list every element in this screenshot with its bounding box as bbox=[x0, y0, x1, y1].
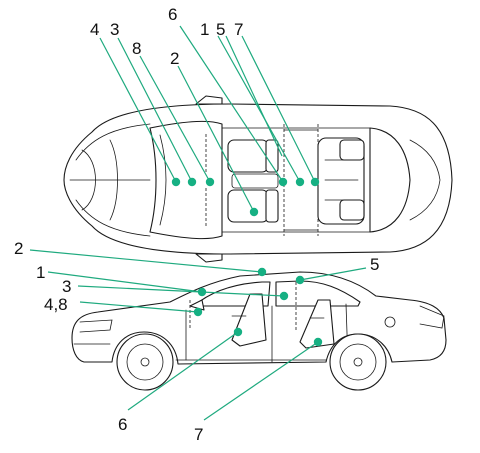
top-callout-6: 6 bbox=[168, 5, 177, 24]
side-marker-48 bbox=[193, 307, 203, 317]
top-callout-4: 4 bbox=[90, 20, 99, 39]
side-marker-2 bbox=[257, 267, 267, 277]
side-callout-1: 1 bbox=[36, 263, 45, 282]
top-callout-2: 2 bbox=[170, 49, 179, 68]
side-marker-3 bbox=[279, 291, 289, 301]
side-callout-2: 2 bbox=[14, 239, 23, 258]
top-callout-8: 8 bbox=[132, 39, 141, 58]
side-view-leaders bbox=[29, 249, 367, 421]
side-callout-7: 7 bbox=[194, 425, 203, 444]
top-callout-7: 7 bbox=[234, 20, 243, 39]
side-callout-3: 3 bbox=[62, 277, 71, 296]
side-marker-1 bbox=[197, 287, 207, 297]
top-marker-4 bbox=[171, 177, 181, 187]
top-marker-3 bbox=[187, 177, 197, 187]
top-marker-1 bbox=[278, 177, 288, 187]
top-callout-3: 3 bbox=[110, 20, 119, 39]
top-callout-5: 5 bbox=[216, 20, 225, 39]
side-marker-6 bbox=[233, 327, 243, 337]
side-marker-7 bbox=[313, 337, 323, 347]
sensor-markers bbox=[171, 177, 323, 347]
top-marker-8 bbox=[205, 177, 215, 187]
top-marker-5 bbox=[295, 177, 305, 187]
top-view-car bbox=[63, 95, 453, 263]
side-callout-48: 4,8 bbox=[44, 295, 68, 314]
callout-labels: 4 3 8 2 6 1 5 7 2 1 3 4,8 5 6 7 bbox=[14, 5, 379, 444]
side-view-car bbox=[71, 271, 447, 391]
side-callout-5: 5 bbox=[370, 255, 379, 274]
side-callout-6: 6 bbox=[118, 415, 127, 434]
side-marker-5 bbox=[295, 275, 305, 285]
top-marker-2 bbox=[249, 207, 259, 217]
top-view-leaders bbox=[99, 25, 316, 213]
top-callout-1: 1 bbox=[200, 20, 209, 39]
top-marker-7 bbox=[310, 177, 320, 187]
